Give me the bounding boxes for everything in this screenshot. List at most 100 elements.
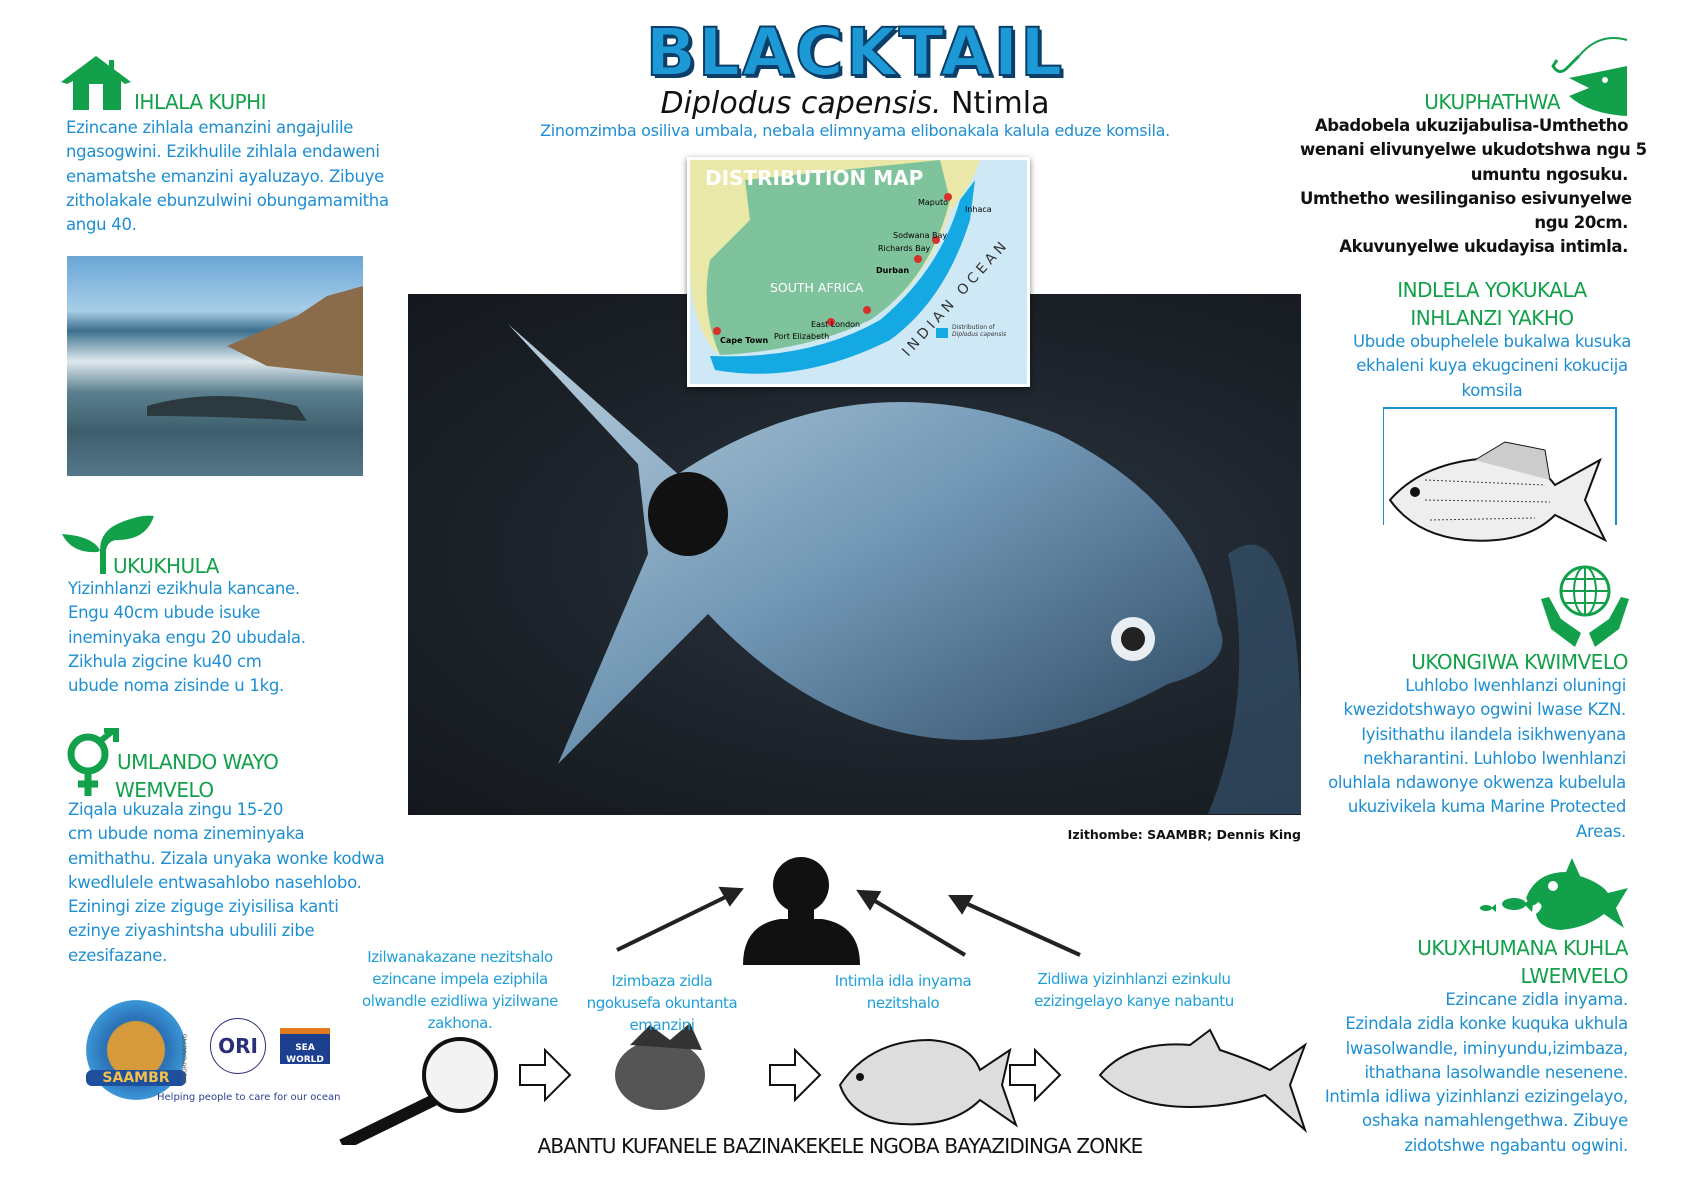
heading-line: UKUXHUMANA KUHLA: [1417, 936, 1628, 960]
text-line: umuntu ngosuku.: [1470, 164, 1629, 184]
scientific-name: Diplodus capensis.: [660, 86, 942, 121]
text-line: ithathana lasolwandle nesenene.: [1364, 1062, 1629, 1082]
seaworld-logo: SEA WORLD: [280, 1028, 330, 1065]
fish-drawing: [1388, 441, 1608, 543]
map-place: Maputo: [918, 198, 948, 207]
food-web-text: Ezincane zidla inyama. Ezindala zidla kon…: [1300, 988, 1628, 1158]
habitat-text: Ezincane zihlala emanzini angajulile ngas…: [66, 116, 389, 237]
map-place: Durban: [876, 266, 910, 275]
legend-text: Distribution of: [952, 324, 995, 331]
fishing-hook-icon: [1551, 37, 1628, 116]
map-place: Richards Bay: [878, 244, 931, 253]
caption-line: emanzini: [629, 1016, 695, 1034]
food-chain-caption: Izilwanakazane nezitshalo ezincane impela…: [340, 946, 580, 1034]
food-chain-caption: Zidliwa yizinhlanzi ezinkulu ezizingelayo…: [1014, 968, 1254, 1012]
text-line: Ezincane zihlala emanzini angajulile: [66, 118, 354, 137]
text-line: oluhlala ndawonye okwenza kubelula: [1328, 773, 1626, 793]
text-line: zidotshwe ngabantu ogwini.: [1404, 1135, 1628, 1155]
sprout-icon: [62, 515, 154, 574]
text-line: Ezincane zidla inyama.: [1445, 990, 1628, 1009]
map-title: DISTRIBUTION MAP: [705, 166, 924, 190]
predator-fish-icon: [1098, 1028, 1308, 1134]
text-line: Engu 40cm ubude isuke: [68, 603, 261, 623]
text-line: Luhlobo lwenhlanzi oluningi: [1405, 676, 1626, 695]
flow-arrow-icon: [519, 1047, 1062, 1103]
food-chain-caption: Izimbaza zidla ngokusefa okuntanta emanzin…: [572, 970, 752, 1036]
text-line: Ubude obuphelele bukalwa kusuka: [1352, 332, 1632, 351]
text-line: Abadobela ukuzijabulisa-Umthetho: [1314, 116, 1629, 135]
map-place: Sodwana Bay: [893, 231, 948, 240]
ori-logo-text: ORI: [218, 1034, 258, 1058]
map-place: Inhaca: [965, 205, 992, 214]
text-line: Iyisithathu ilandela isikhwenyana: [1361, 724, 1626, 744]
caption-line: nezitshalo: [866, 994, 940, 1012]
food-chain-caption: Intimla idla inyama nezitshalo: [813, 970, 993, 1014]
footer-message: ABANTU KUFANELE BAZINAKEKELE NGOBA BAYAZ…: [537, 1134, 1144, 1158]
text-line: Areas.: [1575, 821, 1626, 841]
caption-line: ezincane impela eziphila: [372, 970, 548, 988]
human-silhouette-icon: [743, 857, 860, 965]
mussels-icon: [615, 1023, 705, 1110]
text-line: emithathu. Zizala unyaka wonke kodwa: [68, 848, 385, 868]
map-place: East London: [811, 320, 861, 329]
text-line: zitholakale ebunzulwini obungamamitha: [66, 190, 389, 210]
text-line: Zikhula zigcine ku40 cm: [68, 651, 262, 671]
saambr-logo: SAAMBR: [86, 1000, 186, 1100]
text-line: Intimla idliwa yizinhlanzi ezizingelayo,: [1324, 1087, 1628, 1107]
caption-line: ezizingelayo kanye nabantu: [1034, 992, 1234, 1010]
text-line: angu 40.: [66, 215, 137, 235]
text-line: Yizinhlanzi ezikhula kancane.: [68, 579, 300, 598]
caption-line: Intimla idla inyama: [834, 972, 972, 990]
text-line: ezesifazane.: [68, 945, 168, 965]
text-line: ngu 20cm.: [1534, 213, 1628, 233]
text-line: Umthetho wesilinganiso esivunyelwe: [1300, 188, 1632, 208]
gender-icon: [67, 728, 119, 796]
text-line: ezinye ziyashintsha ubulili zibe: [68, 921, 315, 941]
text-line: ineminyaka engu 20 ubudala.: [68, 627, 306, 647]
text-line: lwasolwandle, iminyundu,izimbaza,: [1345, 1038, 1629, 1058]
section-heading-growth: UKUKHULA: [113, 554, 219, 578]
measure-diagram: [1383, 407, 1617, 525]
common-name: Ntimla: [950, 86, 1050, 121]
page-title: BLACKTAIL: [645, 13, 1065, 92]
house-icon: [61, 56, 131, 110]
caption-line: zakhona.: [427, 1014, 493, 1032]
map-place: Port Elizabeth: [774, 332, 830, 341]
section-heading-habitat: IHLALA KUPHI: [134, 90, 267, 114]
caption-line: Zidliwa yizinhlanzi ezinkulu: [1037, 970, 1231, 988]
text-line: enamatshe emanzini ayaluzayo. Zibuye: [66, 166, 384, 186]
section-heading-conservation: UKONGIWA KWIMVELO: [1411, 650, 1628, 674]
heading-line: WEMVELO: [115, 778, 214, 802]
text-line: ubude noma zisinde u 1kg.: [68, 676, 284, 696]
arrow-icons: [616, 886, 1081, 957]
heading-line: LWEMVELO: [1520, 964, 1629, 988]
text-line: oshaka namahlengethwa. Zibuye: [1362, 1111, 1628, 1131]
caption-line: ngokusefa okuntanta: [586, 994, 738, 1012]
saambr-logo-text: SAAMBR: [86, 1070, 186, 1086]
photo-credit: Izithombe: SAAMBR; Dennis King: [1067, 827, 1301, 842]
text-line: ukuzivikela kuma Marine Protected: [1347, 797, 1626, 817]
text-line: Akuvunyelwe ukudayisa intimla.: [1339, 237, 1628, 257]
tagline: Zinomzimba osiliva umbala, nebala elimny…: [540, 121, 1170, 140]
heading-line: INHLANZI YAKHO: [1410, 306, 1574, 330]
heading-line: INDLELA YOKUKALA: [1397, 278, 1587, 302]
text-line: Ezindala zidla konke kuquka ukhula: [1345, 1014, 1628, 1034]
caption-line: Izilwanakazane nezitshalo: [367, 948, 553, 966]
seaworld-logo-text: SEA WORLD: [286, 1043, 324, 1065]
rocky-shore-photo: [67, 256, 363, 476]
text-line: Eziningi zize ziguge ziyisilisa kanti: [68, 897, 339, 917]
magnifier-icon: [339, 1037, 498, 1145]
text-line: nekharantini. Luhlobo lwenhlanzi: [1363, 748, 1626, 768]
caption-line: Izimbaza zidla: [611, 972, 713, 990]
text-line: ngasogwini. Ezikhulile zihlala endaweni: [66, 142, 380, 162]
big-fish-eating-icon: [1480, 858, 1628, 930]
map-place: Cape Town: [720, 336, 769, 345]
text-line: cm ubude noma zineminyaka: [68, 824, 305, 844]
logos-tagline: Helping people to care for our ocean: [157, 1092, 341, 1103]
